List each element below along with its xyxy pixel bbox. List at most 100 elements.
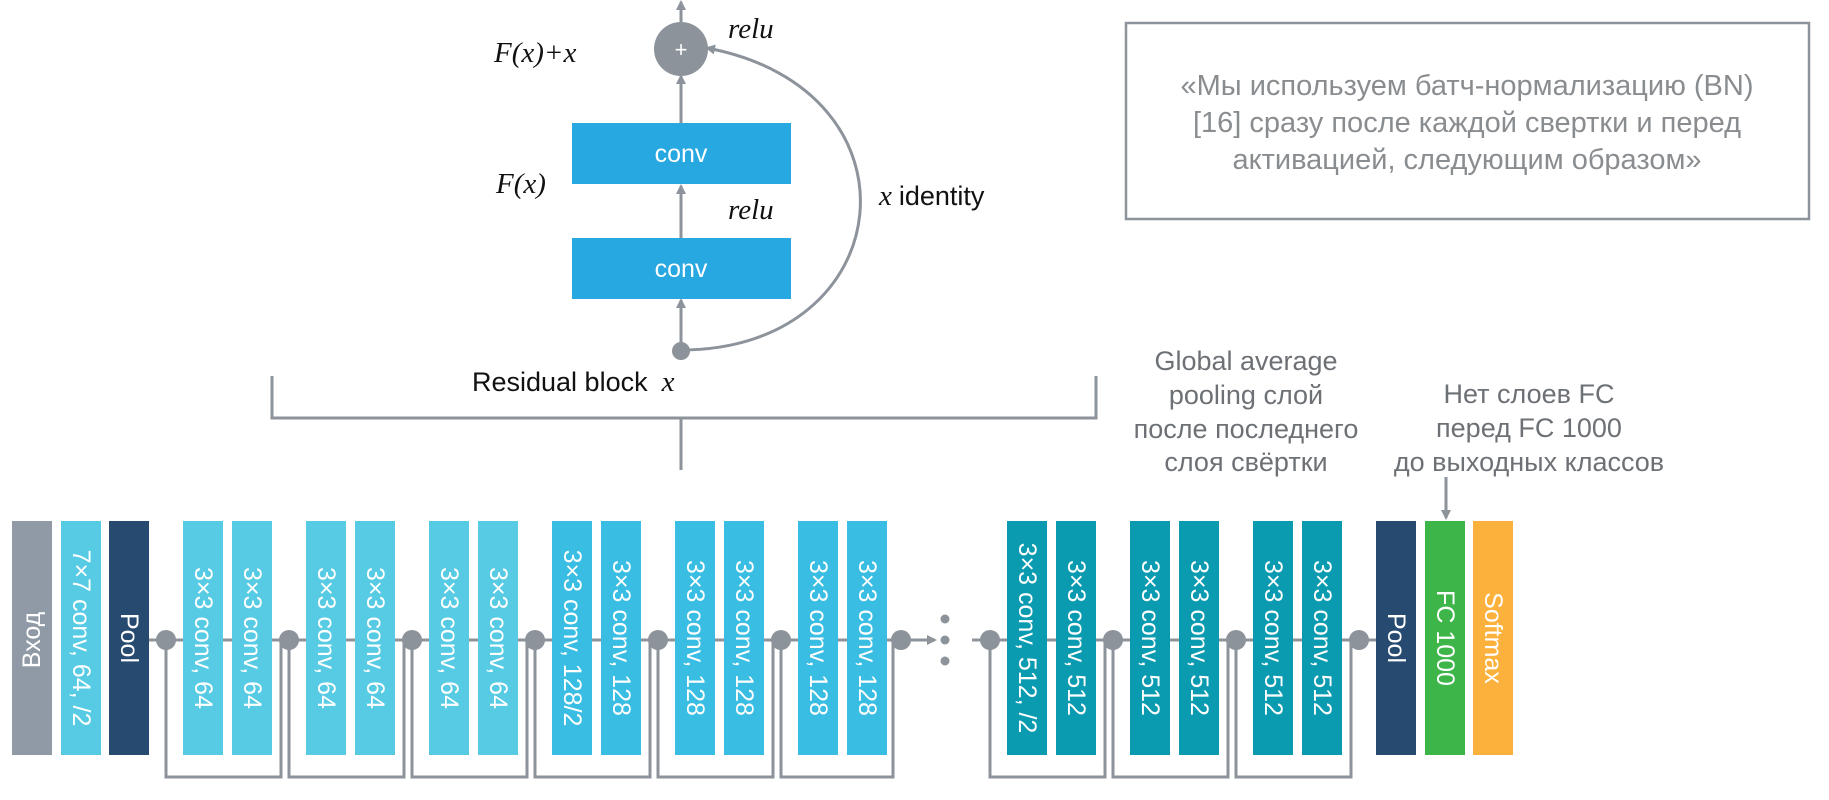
layer-box <box>552 521 592 755</box>
shortcut-loop <box>410 640 529 779</box>
shortcut-loop <box>164 640 283 779</box>
layer-9-3-3-conv-128-2: 3×3 conv, 128/2 <box>552 521 592 755</box>
quote-line-3: активацией, следующим образом» <box>1232 144 1701 176</box>
layer-label: Pool <box>115 613 143 663</box>
identity-shortcut-arrow <box>680 44 862 352</box>
layer-4-3-3-conv-64: 3×3 conv, 64 <box>232 521 272 755</box>
network-nodes <box>156 614 1369 666</box>
layer-box <box>12 521 52 755</box>
layer-label: 3×3 conv, 64 <box>312 567 340 709</box>
conv-box-bottom <box>572 238 791 299</box>
fc-note-line-2: перед FC 1000 <box>1436 413 1622 443</box>
layer-box <box>478 521 518 755</box>
layer-box <box>1007 521 1047 755</box>
quote-box: «Мы используем батч-нормализацию (BN) [1… <box>1124 21 1811 221</box>
residual-node <box>1349 630 1369 650</box>
layer-3-3-3-conv-64: 3×3 conv, 64 <box>183 521 223 755</box>
layer-label: 3×3 conv, 512 <box>1136 560 1164 716</box>
shortcut-loop <box>287 640 406 779</box>
shortcut-loop <box>1234 640 1353 779</box>
shortcut-loop <box>1111 640 1230 779</box>
layer-0-вход: Вход <box>12 521 52 755</box>
quote-frame <box>1124 21 1811 221</box>
layer-box <box>1376 521 1416 755</box>
identity-word: identity <box>899 181 985 211</box>
fc-note-line-1: Нет слоев FC <box>1444 379 1615 409</box>
layer-label: 3×3 conv, 512, /2 <box>1013 543 1041 734</box>
layer-box <box>232 521 272 755</box>
input-node <box>672 342 690 360</box>
layer-label: 3×3 conv, 64 <box>238 567 266 709</box>
residual-node <box>1103 630 1123 650</box>
gap-note: Global average pooling слой после послед… <box>1134 346 1359 477</box>
residual-node <box>279 630 299 650</box>
shortcut-loop <box>779 640 895 779</box>
layer-16-3-3-conv-512: 3×3 conv, 512 <box>1056 521 1096 755</box>
layer-label: 3×3 conv, 128 <box>730 560 758 716</box>
layer-box <box>429 521 469 755</box>
residual-node <box>525 630 545 650</box>
layer-14-3-3-conv-128: 3×3 conv, 128 <box>847 521 887 755</box>
gap-note-line-1: Global average <box>1154 346 1337 376</box>
shortcut-loop <box>988 640 1107 779</box>
relu-label-top: relu <box>728 13 774 45</box>
ellipsis-dot <box>940 656 950 666</box>
layer-label: FC 1000 <box>1431 590 1459 686</box>
conv-label-bottom: conv <box>655 255 708 283</box>
residual-node <box>648 630 668 650</box>
layer-20-3-3-conv-512: 3×3 conv, 512 <box>1302 521 1342 755</box>
layer-22-fc-1000: FC 1000 <box>1425 521 1465 755</box>
layer-box <box>1056 521 1096 755</box>
layer-box <box>183 521 223 755</box>
layer-box <box>847 521 887 755</box>
fx-label: F(x) <box>495 168 546 200</box>
conv-label-top: conv <box>655 140 708 168</box>
layer-label: 3×3 conv, 128 <box>681 560 709 716</box>
layer-1-7-7-conv-64-2: 7×7 conv, 64, /2 <box>61 521 101 755</box>
layer-23-softmax: Softmax <box>1473 521 1513 755</box>
layer-label: 7×7 conv, 64, /2 <box>67 550 95 727</box>
layer-box <box>1179 521 1219 755</box>
layer-label: 3×3 conv, 512 <box>1259 560 1287 716</box>
layer-label: 3×3 conv, 128 <box>804 560 832 716</box>
layer-10-3-3-conv-128: 3×3 conv, 128 <box>601 521 641 755</box>
network-connections <box>149 635 1376 779</box>
layer-label: 3×3 conv, 64 <box>435 567 463 709</box>
residual-node <box>891 630 911 650</box>
layer-box <box>601 521 641 755</box>
layer-label: 3×3 conv, 64 <box>189 567 217 709</box>
layer-box <box>61 521 101 755</box>
layer-12-3-3-conv-128: 3×3 conv, 128 <box>724 521 764 755</box>
layer-19-3-3-conv-512: 3×3 conv, 512 <box>1253 521 1293 755</box>
layer-7-3-3-conv-64: 3×3 conv, 64 <box>429 521 469 755</box>
layer-box <box>798 521 838 755</box>
layer-6-3-3-conv-64: 3×3 conv, 64 <box>355 521 395 755</box>
layer-label: Вход <box>18 611 46 668</box>
layer-box <box>675 521 715 755</box>
ellipsis-dot <box>940 614 950 624</box>
shortcut-loop <box>533 640 652 779</box>
layer-label: 3×3 conv, 64 <box>361 567 389 709</box>
gap-note-line-3: после последнего <box>1134 414 1359 444</box>
layer-label: 3×3 conv, 512 <box>1185 560 1213 716</box>
layer-label: 3×3 conv, 128 <box>853 560 881 716</box>
gap-note-line-2: pooling слой <box>1169 380 1323 410</box>
quote-line-1: «Мы используем батч-нормализацию (BN) <box>1181 70 1754 102</box>
residual-node <box>1226 630 1246 650</box>
layer-label: Softmax <box>1479 592 1507 684</box>
output-label: F(x)+x <box>493 37 576 69</box>
layer-label: 3×3 conv, 128/2 <box>558 550 586 727</box>
shortcut-loop <box>656 640 775 779</box>
residual-node <box>156 630 176 650</box>
residual-caption-text: Residual block <box>472 367 648 397</box>
plus-node <box>654 22 708 76</box>
ellipsis-dot <box>940 635 950 645</box>
gap-note-line-4: слоя свёртки <box>1164 447 1327 477</box>
residual-node <box>980 630 1000 650</box>
layer-box <box>306 521 346 755</box>
layer-label: 3×3 conv, 128 <box>607 560 635 716</box>
layer-label: 3×3 conv, 512 <box>1062 560 1090 716</box>
